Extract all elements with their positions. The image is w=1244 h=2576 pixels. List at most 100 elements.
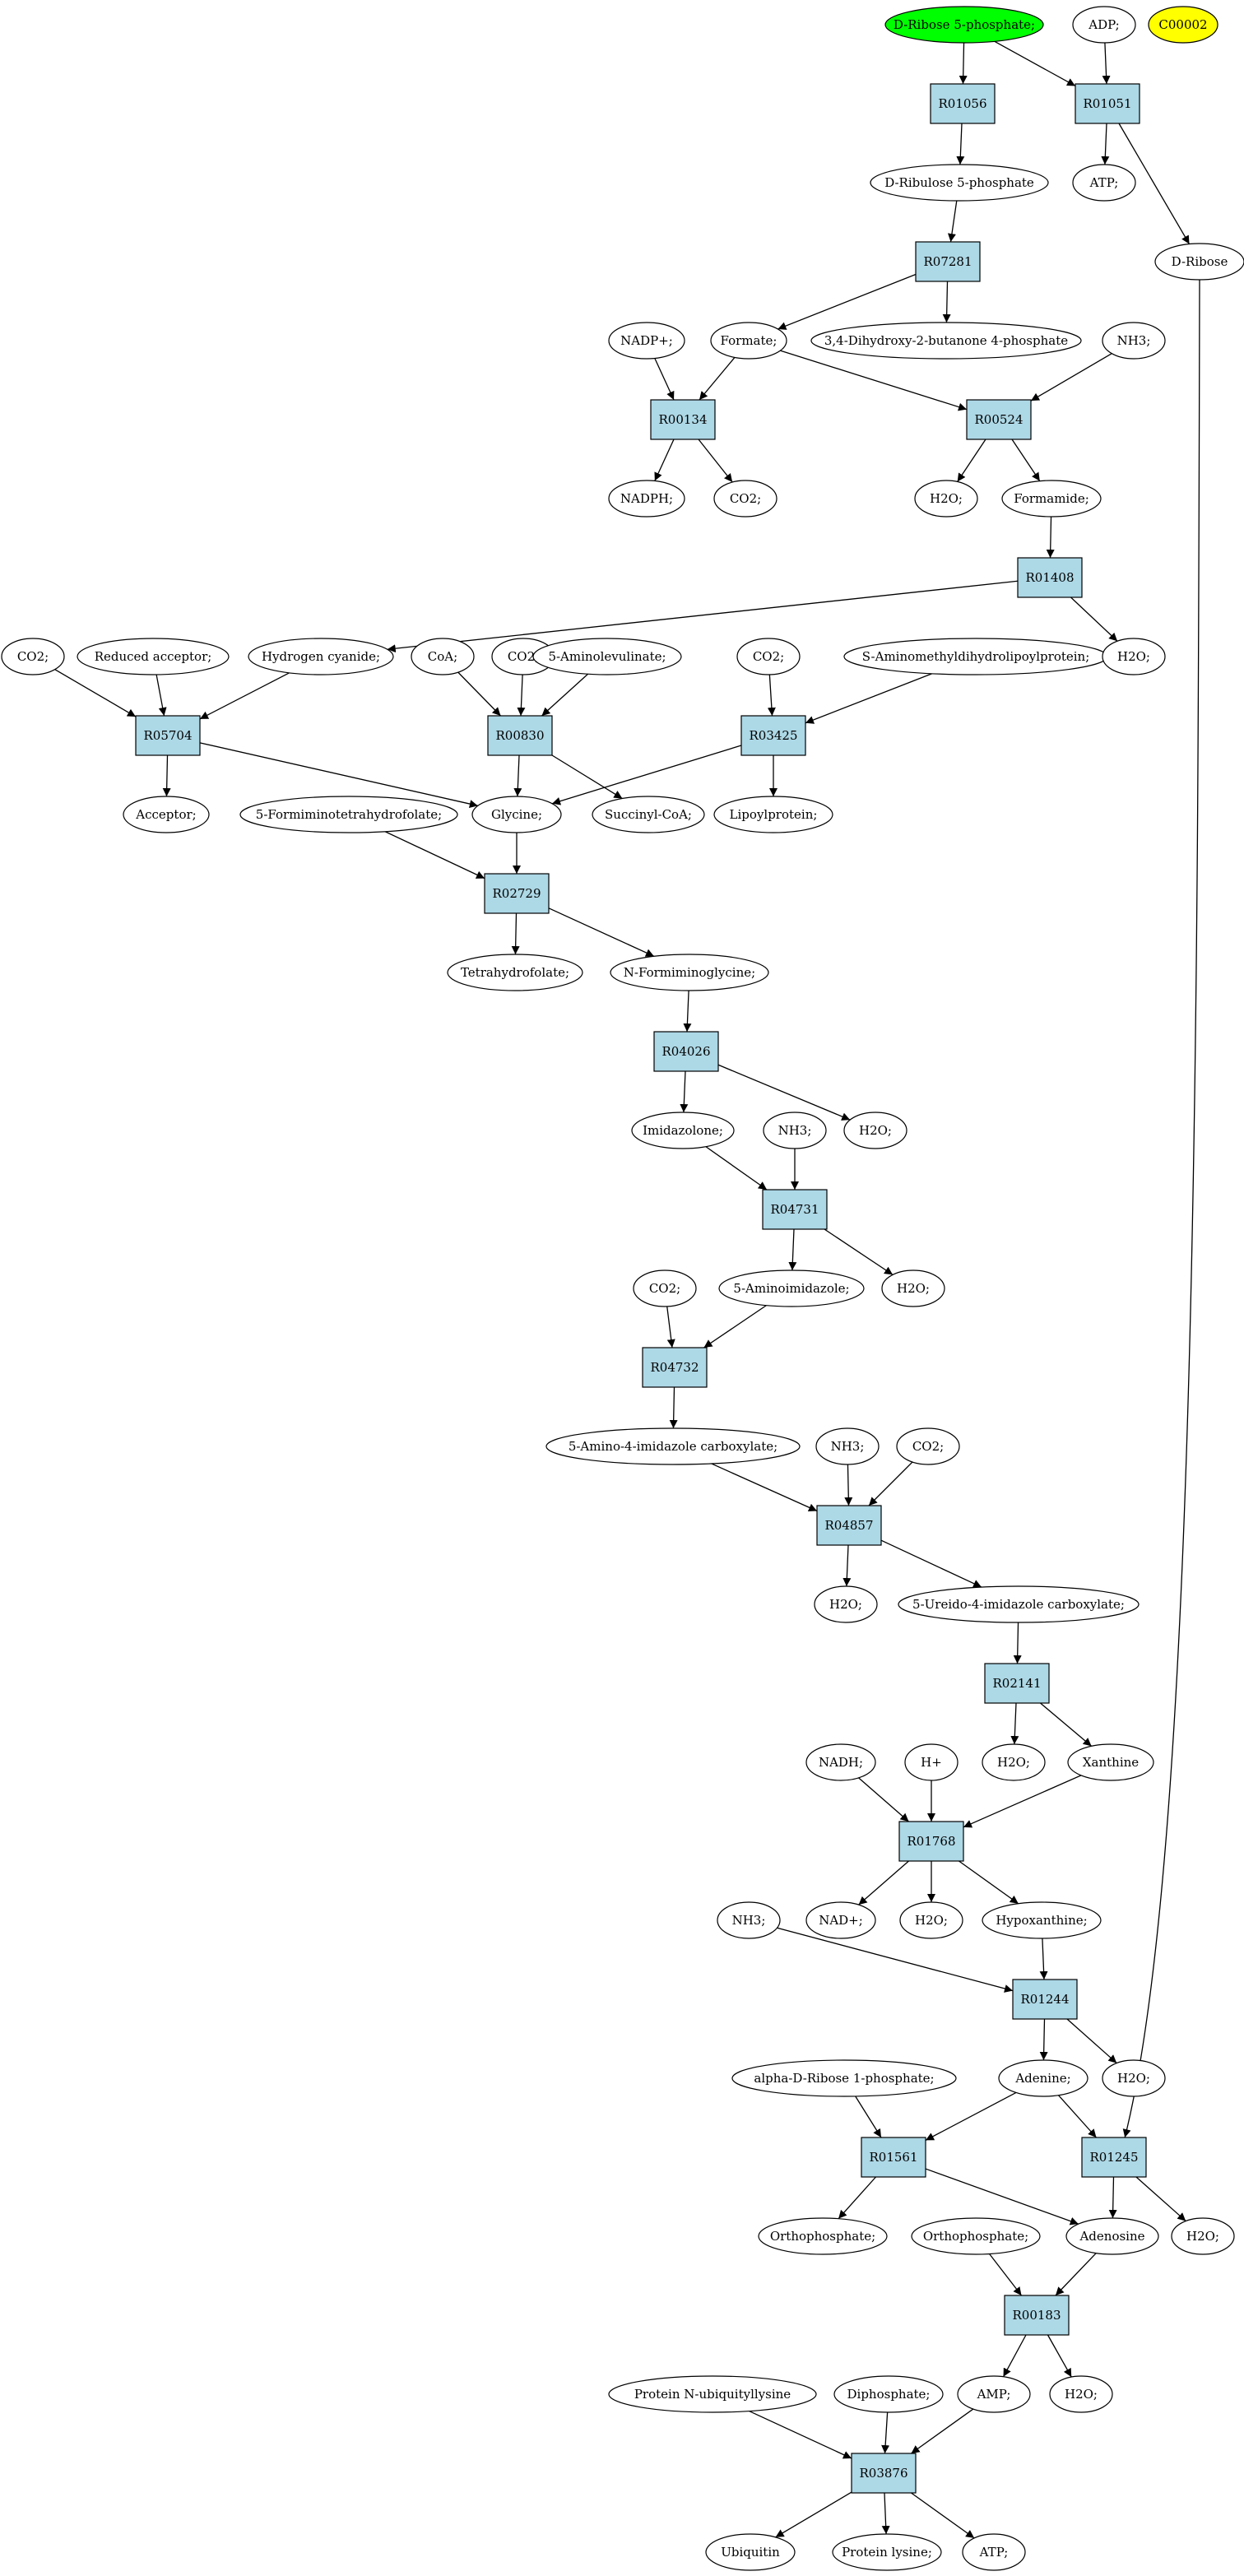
compound-ellipse (545, 1427, 801, 1465)
edge-imidazolone-to-r04731 (705, 1146, 768, 1191)
edge-hydrogen-cyanide-to-r05704 (199, 672, 290, 720)
edge-co2-to-r04732 (666, 1306, 675, 1348)
node-label: NH3; (778, 1123, 812, 1138)
compound-node-co2: CO2; (736, 638, 801, 675)
reaction-node-r00134: R00134 (650, 399, 716, 440)
node-label: R07281 (923, 254, 972, 269)
node-label: R00134 (658, 412, 707, 427)
node-label: Imidazolone; (643, 1123, 723, 1138)
node-label: H2O; (930, 491, 963, 506)
compound-ellipse (1067, 1743, 1154, 1781)
edge-amp-to-r03876 (911, 2408, 974, 2454)
node-label: Orthophosphate; (770, 2229, 875, 2244)
edge-r00183-to-amp (1002, 2334, 1027, 2378)
edge-nh3-to-r04857 (844, 1464, 853, 1506)
compound-ellipse (1171, 2217, 1235, 2255)
reaction-box (650, 399, 716, 440)
node-label: H2O; (1117, 2071, 1150, 2086)
node-label: Hydrogen cyanide; (262, 649, 380, 664)
compound-node-d-ribose: D-Ribose (1154, 243, 1244, 281)
compound-ellipse (758, 2217, 888, 2255)
edge-r04731-to-5-aminoimidazole (788, 1228, 797, 1271)
edge-co2-to-r05704 (54, 669, 137, 717)
node-label: Lipoylprotein; (730, 807, 818, 822)
reaction-box (1012, 1979, 1078, 2020)
compound-ellipse (904, 1743, 959, 1781)
compound-ellipse (713, 480, 778, 518)
node-label: R03876 (859, 2466, 907, 2481)
compound-node-protein-n-ubiquityllysine: Protein N-ubiquityllysine (608, 2375, 817, 2413)
compound-ellipse (731, 2059, 957, 2097)
edge-r02729-to-tetrahydrofolate (511, 912, 520, 955)
compound-node-5-aminoimidazole: 5-Aminoimidazole; (718, 1269, 865, 1307)
compound-node-h2o: H2O; (1171, 2217, 1235, 2255)
compound-node-xanthine: Xanthine (1067, 1743, 1154, 1781)
compound-node-hypoxanthine: Hypoxanthine; (982, 1901, 1102, 1939)
node-label: 5-Formiminotetrahydrofolate; (256, 807, 442, 822)
compound-ellipse (633, 1269, 697, 1307)
node-label: Formamide; (1014, 491, 1089, 506)
node-label: R05704 (143, 728, 192, 743)
node-label: Adenine; (1014, 2071, 1070, 2086)
compound-ellipse (608, 480, 685, 518)
edge-r03876-to-ubiquitin (775, 2491, 852, 2538)
compound-ellipse (1154, 243, 1244, 281)
node-label: H2O; (1065, 2387, 1098, 2402)
compound-node-diphosphate: Diphosphate; (833, 2375, 944, 2413)
node-label: Hypoxanthine; (996, 1913, 1087, 1928)
node-label: Orthophosphate; (923, 2229, 1028, 2244)
edge-co2-to-r00830 (517, 674, 526, 717)
node-label: R02729 (492, 886, 541, 901)
compound-ellipse (718, 1269, 865, 1307)
compound-node-orthophosphate: Orthophosphate; (758, 2217, 888, 2255)
compound-node-atp: ATP; (1072, 164, 1136, 202)
edge-r04857-to-h2o (842, 1544, 852, 1587)
reaction-box (966, 399, 1032, 440)
reaction-node-r04732: R04732 (642, 1347, 708, 1388)
node-label: R03425 (749, 728, 797, 743)
compound-ellipse (631, 1112, 735, 1149)
node-label: R04857 (824, 1518, 873, 1533)
compound-ellipse (471, 796, 562, 833)
compound-node-5-ureido-4-imidazole-carboxylate: 5-Ureido-4-imidazole carboxylate; (898, 1585, 1140, 1623)
reaction-node-r01056: R01056 (930, 83, 996, 124)
compound-ellipse (77, 638, 230, 675)
compound-ellipse (248, 638, 394, 675)
edge-r03876-to-atp (911, 2492, 975, 2539)
compound-ellipse (608, 322, 685, 360)
edge-r01768-to-hypoxanthine (959, 1860, 1019, 1905)
compound-node-h2o: H2O; (1102, 638, 1166, 675)
compound-node-d-ribose-5-phosphate: D-Ribose 5-phosphate; (884, 6, 1044, 44)
edge-r07281-to-formate (778, 273, 917, 330)
compound-node-glycine: Glycine; (471, 796, 562, 833)
compound-ellipse (1102, 638, 1166, 675)
edge-nh3-to-r01244 (777, 1927, 1014, 1993)
edge-r00183-to-h2o (1047, 2334, 1072, 2378)
node-label: R01245 (1089, 2150, 1138, 2165)
compound-ellipse (411, 638, 475, 675)
compound-node-alpha-d-ribose-1-phosphate: alpha-D-Ribose 1-phosphate; (731, 2059, 957, 2097)
node-label: D-Ribose 5-phosphate; (894, 17, 1035, 32)
node-label: H2O; (1186, 2229, 1219, 2244)
compound-node-imidazolone: Imidazolone; (631, 1112, 735, 1149)
compound-node-h2o: H2O; (881, 1269, 945, 1307)
edge-adenine-to-r01561 (925, 2091, 1017, 2142)
reaction-box (984, 1663, 1050, 1704)
compound-ellipse (805, 1901, 876, 1939)
node-label: R01056 (938, 96, 986, 111)
edge-r02141-to-h2o (1010, 1702, 1019, 1745)
node-label: NADP+; (620, 333, 673, 348)
compound-node-s-aminomethyldihydrolipoylprotein: S-Aminomethyldihydrolipoylprotein; (843, 638, 1108, 675)
edge-r01244-to-h2o (1066, 2018, 1117, 2064)
edge-alpha-d-ribose-1-phosphate-to-r01561 (855, 2096, 882, 2138)
edge-d-ribose-5-phosphate-to-r01051 (994, 40, 1076, 87)
node-label: Glycine; (491, 807, 542, 822)
node-label: CO2; (508, 649, 539, 664)
edge-r01408-to-hydrogen-cyanide (387, 580, 1019, 653)
compound-node-nh3: NH3; (815, 1427, 880, 1465)
edge-protein-n-ubiquityllysine-to-r03876 (749, 2410, 852, 2459)
reaction-node-r03876: R03876 (851, 2453, 917, 2494)
compound-ellipse (592, 796, 705, 833)
node-label: 5-Aminoimidazole; (733, 1281, 849, 1296)
reaction-box (642, 1347, 708, 1388)
